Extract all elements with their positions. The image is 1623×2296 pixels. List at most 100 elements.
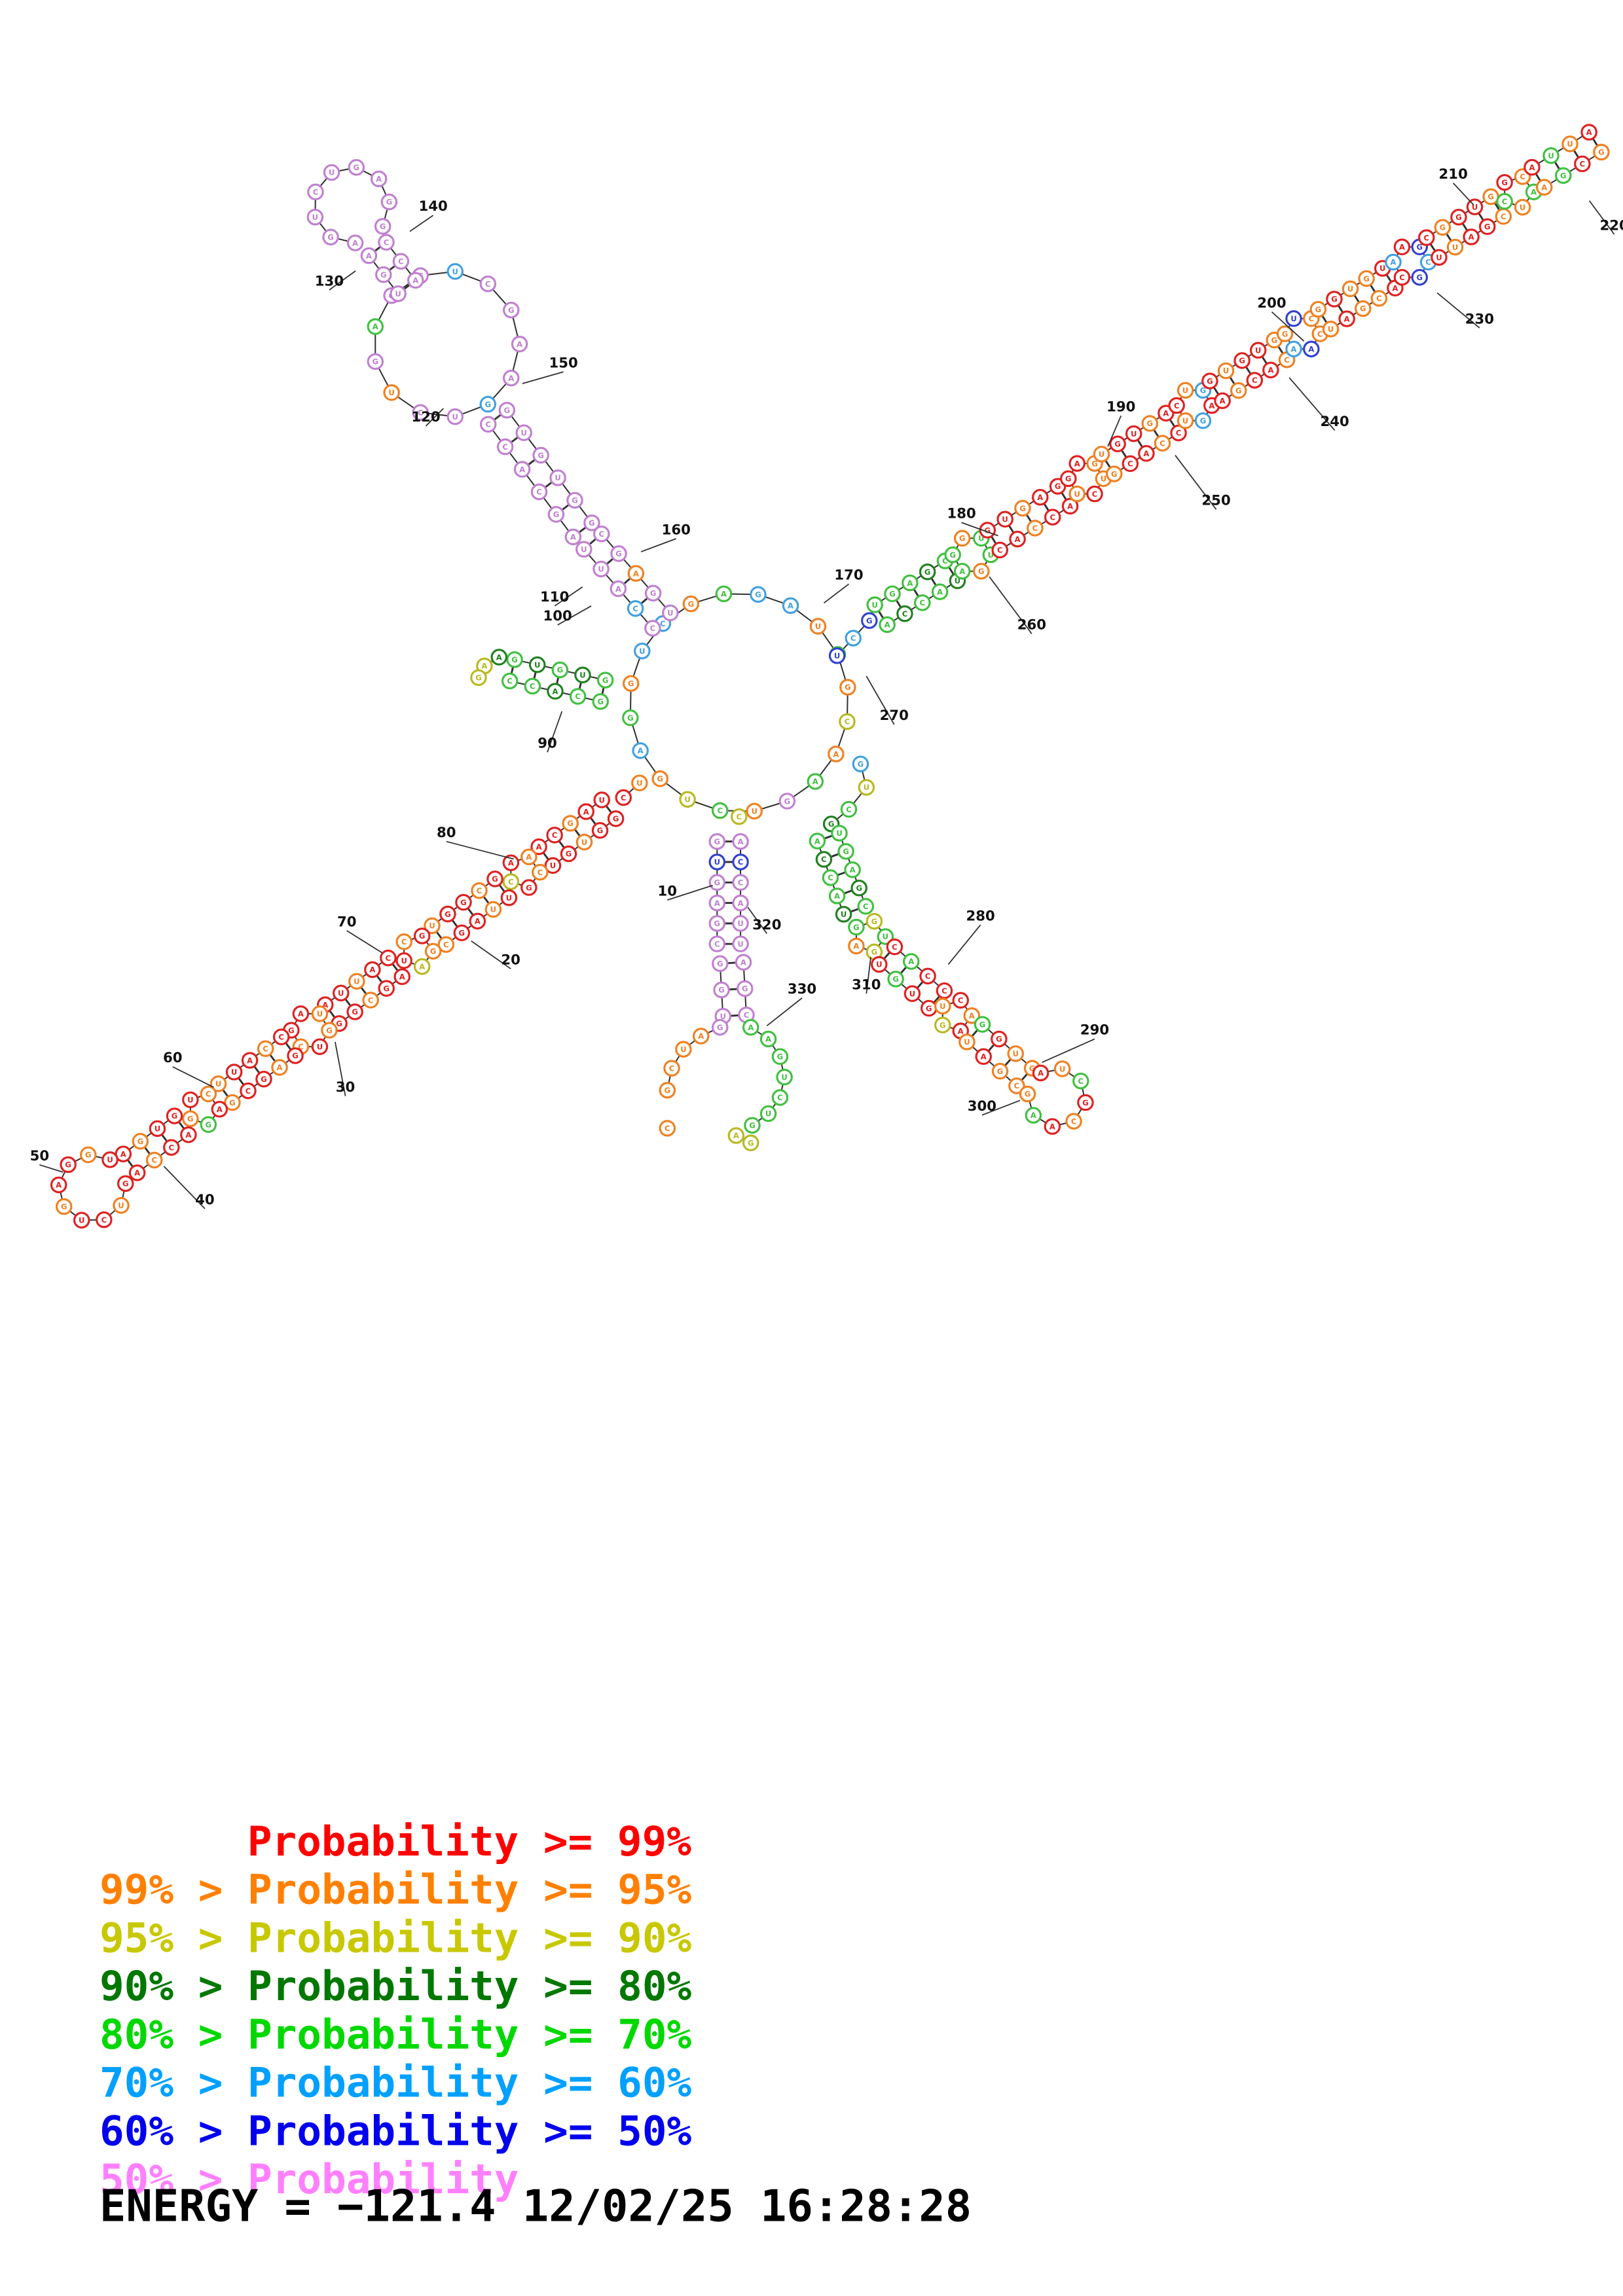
nucleotide-letter: G bbox=[650, 588, 657, 598]
nucleotide-letter: A bbox=[352, 238, 358, 247]
nucleotide-circle bbox=[520, 879, 538, 896]
nucleotide-circle bbox=[1122, 455, 1139, 473]
nucleotide-letter: G bbox=[1029, 1064, 1036, 1073]
label-tick-line bbox=[1453, 183, 1474, 206]
nucleotide-letter: G bbox=[206, 1120, 212, 1129]
label-tick-line bbox=[1175, 455, 1217, 510]
nucleotide-letter: C bbox=[1399, 273, 1405, 282]
nucleotide-letter: G bbox=[1065, 475, 1072, 484]
position-label: 240 bbox=[1320, 414, 1349, 430]
nucleotide-letter: A bbox=[508, 374, 514, 383]
nucleotide-circle bbox=[577, 803, 594, 820]
label-tick-line bbox=[947, 924, 981, 965]
position-label: 40 bbox=[195, 1192, 215, 1208]
nucleotide-letter: G bbox=[380, 222, 386, 231]
nucleotide-letter: C bbox=[1127, 459, 1133, 469]
nucleotide-letter: G bbox=[327, 232, 334, 242]
nucleotide-circle bbox=[240, 1082, 257, 1100]
nucleotide-circle bbox=[447, 262, 464, 280]
legend-item-95-99: 99% > Probability >= 95% bbox=[100, 1866, 692, 1914]
nucleotide-letter: A bbox=[1392, 283, 1398, 293]
nucleotide-letter: C bbox=[1078, 1077, 1084, 1086]
nucleotide-circle bbox=[1580, 124, 1597, 141]
nucleotide-circle bbox=[292, 1005, 310, 1022]
nucleotide-circle bbox=[1072, 1072, 1089, 1090]
nucleotide-circle bbox=[866, 912, 883, 930]
nucleotide-letter: G bbox=[1282, 329, 1288, 338]
nucleotide-letter: G bbox=[1271, 336, 1278, 345]
nucleotide-circle bbox=[50, 1176, 67, 1194]
nucleotide-circle bbox=[591, 822, 609, 839]
label-tick-line bbox=[667, 884, 713, 901]
label-tick-line bbox=[557, 605, 592, 626]
nucleotide-circle bbox=[287, 1047, 304, 1064]
nucleotide-circle bbox=[840, 800, 858, 818]
nucleotide-letter: C bbox=[863, 902, 869, 911]
nucleotide-letter: G bbox=[566, 850, 572, 859]
nucleotide-letter: U bbox=[841, 910, 847, 919]
nucleotide-letter: A bbox=[298, 1009, 304, 1018]
nucleotide-letter: U bbox=[1182, 386, 1188, 395]
nucleotide-circle bbox=[991, 541, 1009, 559]
nucleotide-circle bbox=[520, 848, 538, 865]
nucleotide-circle bbox=[1322, 321, 1340, 338]
nucleotide-circle bbox=[395, 933, 412, 950]
label-tick-line bbox=[522, 371, 564, 384]
nucleotide-letter: G bbox=[714, 837, 721, 846]
nucleotide-letter: G bbox=[1501, 178, 1508, 187]
nucleotide-letter: U bbox=[317, 1042, 323, 1051]
nucleotide-letter: U bbox=[452, 412, 458, 422]
nucleotide-letter: G bbox=[1598, 148, 1605, 157]
nucleotide-letter: C bbox=[845, 717, 850, 726]
nucleotide-letter: G bbox=[714, 878, 721, 888]
label-tick-line bbox=[981, 1100, 1021, 1116]
nucleotide-circle bbox=[731, 808, 748, 825]
nucleotide-circle bbox=[1194, 412, 1212, 429]
nucleotide-letter: A bbox=[958, 1026, 964, 1035]
nucleotide-circle bbox=[679, 791, 696, 808]
label-tick-line bbox=[866, 675, 895, 725]
nucleotide-circle bbox=[634, 642, 651, 660]
nucleotide-circle bbox=[1393, 268, 1411, 286]
nucleotide-circle bbox=[496, 438, 514, 456]
nucleotide-letter: A bbox=[1030, 1111, 1036, 1120]
position-label: 180 bbox=[947, 506, 976, 522]
nucleotide-letter: G bbox=[430, 947, 437, 956]
nucleotide-letter: C bbox=[398, 257, 404, 266]
nucleotide-circle bbox=[479, 416, 497, 433]
nucleotide-circle bbox=[1027, 520, 1044, 537]
nucleotide-letter: U bbox=[1328, 325, 1334, 334]
nucleotide-circle bbox=[627, 600, 644, 617]
nucleotide-letter: G bbox=[949, 550, 956, 560]
nucleotide-letter: U bbox=[1567, 139, 1573, 149]
nucleotide-letter: A bbox=[1015, 535, 1021, 544]
nucleotide-letter: G bbox=[261, 1075, 267, 1084]
nucleotide-letter: U bbox=[579, 671, 585, 680]
nucleotide-letter: A bbox=[850, 865, 856, 874]
nucleotide-circle bbox=[311, 1038, 329, 1055]
nucleotide-letter: G bbox=[688, 600, 695, 609]
nucleotide-letter: C bbox=[401, 937, 407, 946]
nucleotide-letter: C bbox=[1520, 172, 1525, 181]
nucleotide-letter: C bbox=[1014, 1081, 1020, 1090]
nucleotide-letter: U bbox=[215, 1079, 221, 1088]
nucleotide-letter: C bbox=[1092, 490, 1098, 499]
nucleotide-circle bbox=[991, 1062, 1009, 1080]
nucleotide-circle bbox=[200, 1116, 217, 1133]
nucleotide-letter: U bbox=[1290, 314, 1296, 323]
nucleotide-circle bbox=[502, 873, 520, 890]
nucleotide-letter: C bbox=[485, 420, 491, 429]
nucleotide-circle bbox=[782, 597, 799, 615]
nucleotide-circle bbox=[708, 853, 726, 870]
nucleotide-letter: C bbox=[1309, 314, 1315, 323]
label-tick-line bbox=[1588, 200, 1615, 235]
nucleotide-letter: G bbox=[572, 496, 578, 505]
label-tick-line bbox=[335, 1041, 346, 1096]
label-tick-line bbox=[766, 997, 803, 1027]
nucleotide-letter: U bbox=[231, 1067, 237, 1077]
nucleotide-letter: U bbox=[751, 807, 757, 816]
nucleotide-letter: G bbox=[1560, 171, 1567, 180]
nucleotide-circle bbox=[708, 935, 726, 952]
nucleotide-letter: G bbox=[292, 1051, 299, 1060]
legend-item-80-90: 90% > Probability >= 80% bbox=[100, 1962, 692, 2010]
